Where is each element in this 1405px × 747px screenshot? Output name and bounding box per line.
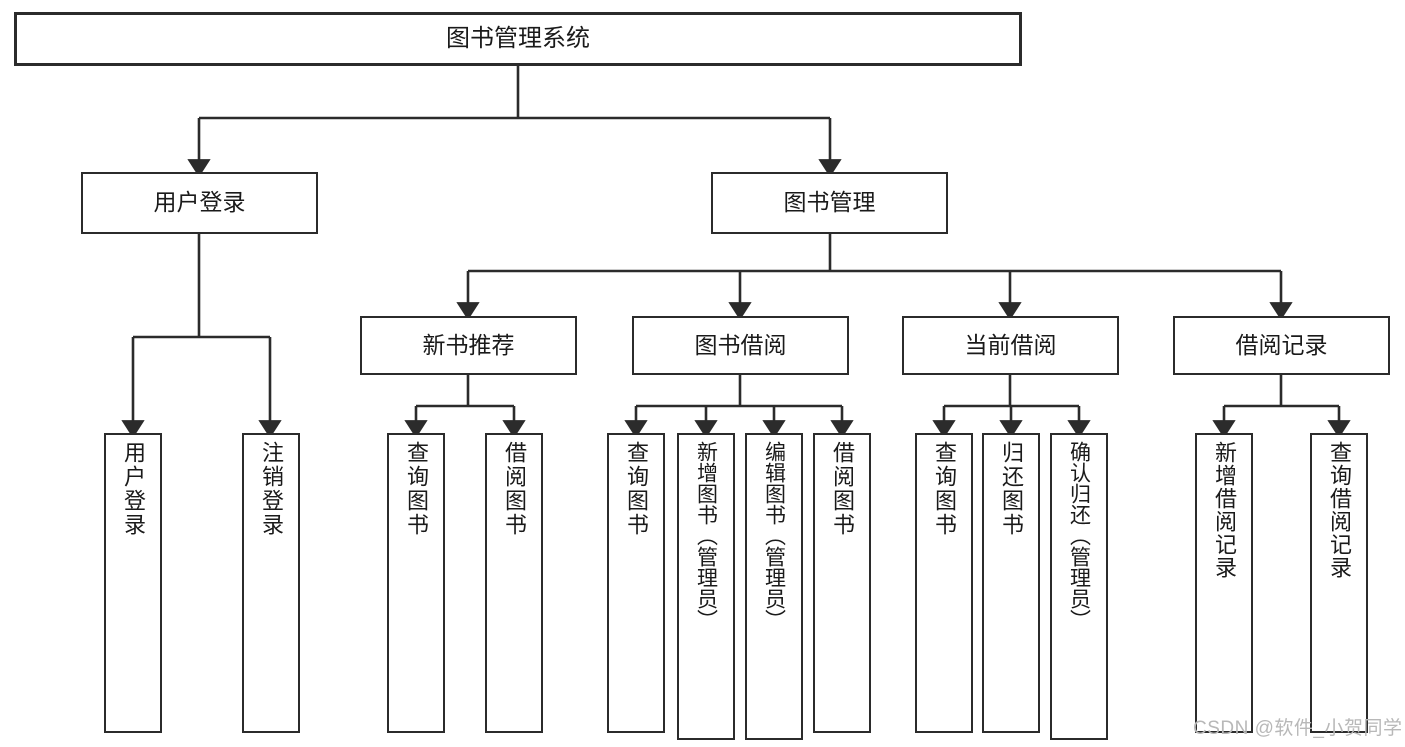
node-book-borrow[interactable]: 图书借阅	[632, 316, 849, 375]
leaf-current-borrow-confirm-return[interactable]: 确认归还（管理员）	[1050, 433, 1108, 740]
leaf-book-borrow-edit[interactable]: 编辑图书（管理员）	[745, 433, 803, 740]
node-label: 借阅图书	[502, 441, 527, 537]
leaf-book-borrow-borrow[interactable]: 借阅图书	[813, 433, 871, 733]
node-label: 图书管理系统	[446, 24, 590, 52]
node-current-borrow[interactable]: 当前借阅	[902, 316, 1119, 375]
node-label: 新书推荐	[422, 331, 515, 358]
leaf-book-borrow-add[interactable]: 新增图书（管理员）	[677, 433, 735, 740]
node-book-management[interactable]: 图书管理	[711, 172, 948, 234]
leaf-current-borrow-query[interactable]: 查询图书	[915, 433, 973, 733]
node-label: 新增借阅记录	[1212, 441, 1237, 579]
node-user-login[interactable]: 用户登录	[81, 172, 318, 234]
node-label: 查询图书	[624, 441, 649, 537]
node-label: 查询图书	[932, 441, 957, 537]
node-label: 图书管理	[783, 189, 876, 216]
leaf-new-book-borrow[interactable]: 借阅图书	[485, 433, 543, 733]
leaf-borrow-record-add[interactable]: 新增借阅记录	[1195, 433, 1253, 733]
leaf-user-login-login[interactable]: 用户登录	[104, 433, 162, 733]
node-label: 确认归还（管理员）	[1067, 441, 1091, 630]
leaf-book-borrow-query[interactable]: 查询图书	[607, 433, 665, 733]
leaf-borrow-record-query[interactable]: 查询借阅记录	[1310, 433, 1368, 733]
node-label: 查询借阅记录	[1327, 441, 1352, 579]
node-borrow-record[interactable]: 借阅记录	[1173, 316, 1390, 375]
node-label: 归还图书	[999, 441, 1024, 537]
node-root-system[interactable]: 图书管理系统	[14, 12, 1022, 66]
node-new-book-recommend[interactable]: 新书推荐	[360, 316, 577, 375]
node-label: 编辑图书（管理员）	[762, 441, 786, 630]
node-label: 用户登录	[121, 441, 146, 537]
csdn-watermark: CSDN @软件_小贺同学	[1193, 718, 1403, 739]
node-label: 图书借阅	[694, 331, 787, 358]
node-label: 注销登录	[259, 441, 284, 537]
node-label: 查询图书	[404, 441, 429, 537]
node-label: 新增图书（管理员）	[694, 441, 718, 630]
leaf-current-borrow-return[interactable]: 归还图书	[982, 433, 1040, 733]
node-label: 借阅图书	[830, 441, 855, 537]
leaf-user-login-logout[interactable]: 注销登录	[242, 433, 300, 733]
node-label: 借阅记录	[1235, 331, 1328, 358]
node-label: 用户登录	[153, 189, 246, 216]
leaf-new-book-query[interactable]: 查询图书	[387, 433, 445, 733]
node-label: 当前借阅	[964, 331, 1057, 358]
